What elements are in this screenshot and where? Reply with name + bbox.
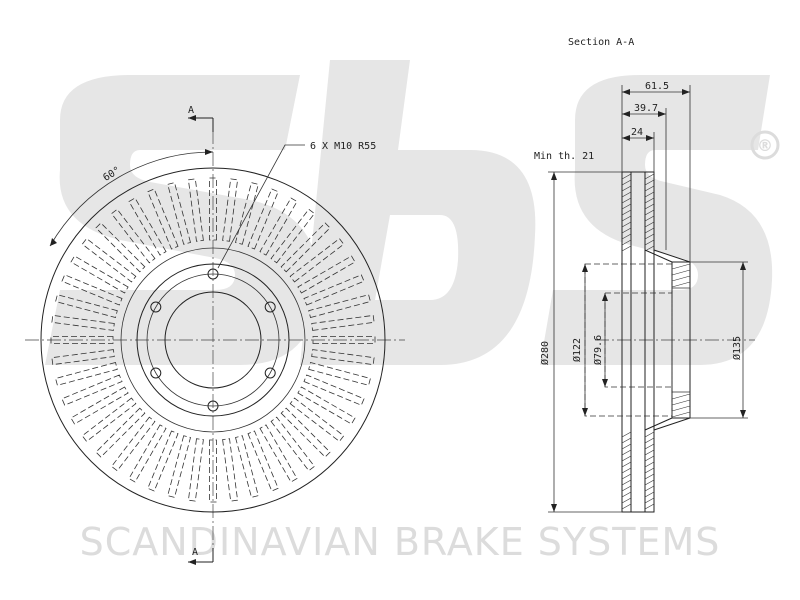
front-view: 60° 6 X M10 R55 A A	[25, 105, 405, 565]
bolt-hole	[150, 301, 162, 313]
section-view: Section A-A Ø280 Ø122 Ø79.	[534, 37, 755, 513]
vent-slot	[70, 255, 129, 294]
section-marker-bottom: A	[192, 547, 198, 558]
bolt-hole	[207, 268, 219, 280]
brand-watermark-text: SCANDINAVIAN BRAKE SYSTEMS	[80, 520, 721, 564]
vent-slot	[51, 314, 115, 331]
ventilation-slots	[50, 177, 376, 503]
vent-slot	[111, 416, 156, 472]
vent-slot	[147, 188, 179, 250]
vent-slot	[312, 336, 376, 344]
dim-overall-height: 61.5	[645, 81, 669, 92]
dim-disc-thickness: 24	[631, 127, 643, 138]
section-marker-top: A	[188, 105, 194, 116]
vent-slot	[187, 438, 204, 502]
vent-slot	[128, 197, 167, 256]
vent-slot	[311, 314, 375, 331]
sbs-logo-watermark: ®	[45, 60, 780, 365]
hat-outer-edge	[136, 263, 290, 417]
vent-slot	[95, 222, 146, 273]
dim-outer-diameter: Ø280	[539, 341, 551, 365]
vent-slot	[270, 208, 315, 264]
min-thickness-label: Min th. 21	[534, 151, 594, 162]
vent-slot	[209, 439, 217, 503]
angle-arc	[49, 151, 214, 247]
vent-slot	[55, 294, 118, 318]
dim-pilot-diameter: Ø122	[571, 338, 583, 362]
vent-slot	[280, 407, 331, 458]
bolt-hole	[264, 301, 276, 313]
friction-ring-inner-edge	[120, 247, 306, 433]
vent-slot	[235, 435, 259, 498]
bolt-hole	[150, 367, 162, 379]
section-title: Section A-A	[568, 37, 634, 48]
vent-slot	[61, 274, 123, 306]
vent-slot	[270, 416, 315, 472]
dim-bore-diameter: Ø79.6	[592, 335, 604, 365]
vent-slot	[289, 397, 345, 442]
vent-slot	[147, 430, 179, 492]
dim-hat-depth: 39.7	[634, 103, 658, 114]
vent-slot	[297, 255, 356, 294]
disc-outer-edge	[40, 167, 386, 513]
vent-slot	[280, 222, 331, 273]
bolt-hole	[264, 367, 276, 379]
vent-slot	[259, 424, 298, 483]
vent-slot	[303, 274, 365, 306]
vent-slot	[222, 438, 239, 502]
vent-slot	[187, 178, 204, 242]
bolt-hole	[207, 400, 219, 412]
vent-slot	[259, 197, 298, 256]
vent-slot	[289, 238, 345, 283]
vent-slot	[81, 238, 137, 283]
dim-hat-diameter: Ø135	[731, 336, 743, 360]
vent-slot	[51, 349, 115, 366]
vent-slot	[167, 182, 191, 245]
vent-slot	[95, 407, 146, 458]
registered-mark: ®	[757, 136, 773, 155]
vent-slot	[247, 188, 279, 250]
vent-slot	[247, 430, 279, 492]
vent-slot	[222, 178, 239, 242]
vent-slot	[55, 362, 118, 386]
vent-slot	[70, 386, 129, 425]
vent-slot	[303, 374, 365, 406]
friction-ring-section	[621, 171, 655, 513]
vent-slot	[128, 424, 167, 483]
vent-slot	[81, 397, 137, 442]
vent-slot	[297, 386, 356, 425]
vent-slot	[50, 336, 114, 344]
vent-slot	[61, 374, 123, 406]
vent-slot	[308, 294, 371, 318]
vent-slot	[308, 362, 371, 386]
bolt-callout: 6 X M10 R55	[310, 141, 376, 152]
vent-slot	[111, 208, 156, 264]
vent-slot	[167, 435, 191, 498]
bolt-callout-leader	[217, 144, 305, 269]
vent-slot	[209, 177, 217, 241]
vent-slot	[311, 349, 375, 366]
centre-bore	[164, 291, 262, 389]
bolt-holes	[150, 268, 276, 412]
